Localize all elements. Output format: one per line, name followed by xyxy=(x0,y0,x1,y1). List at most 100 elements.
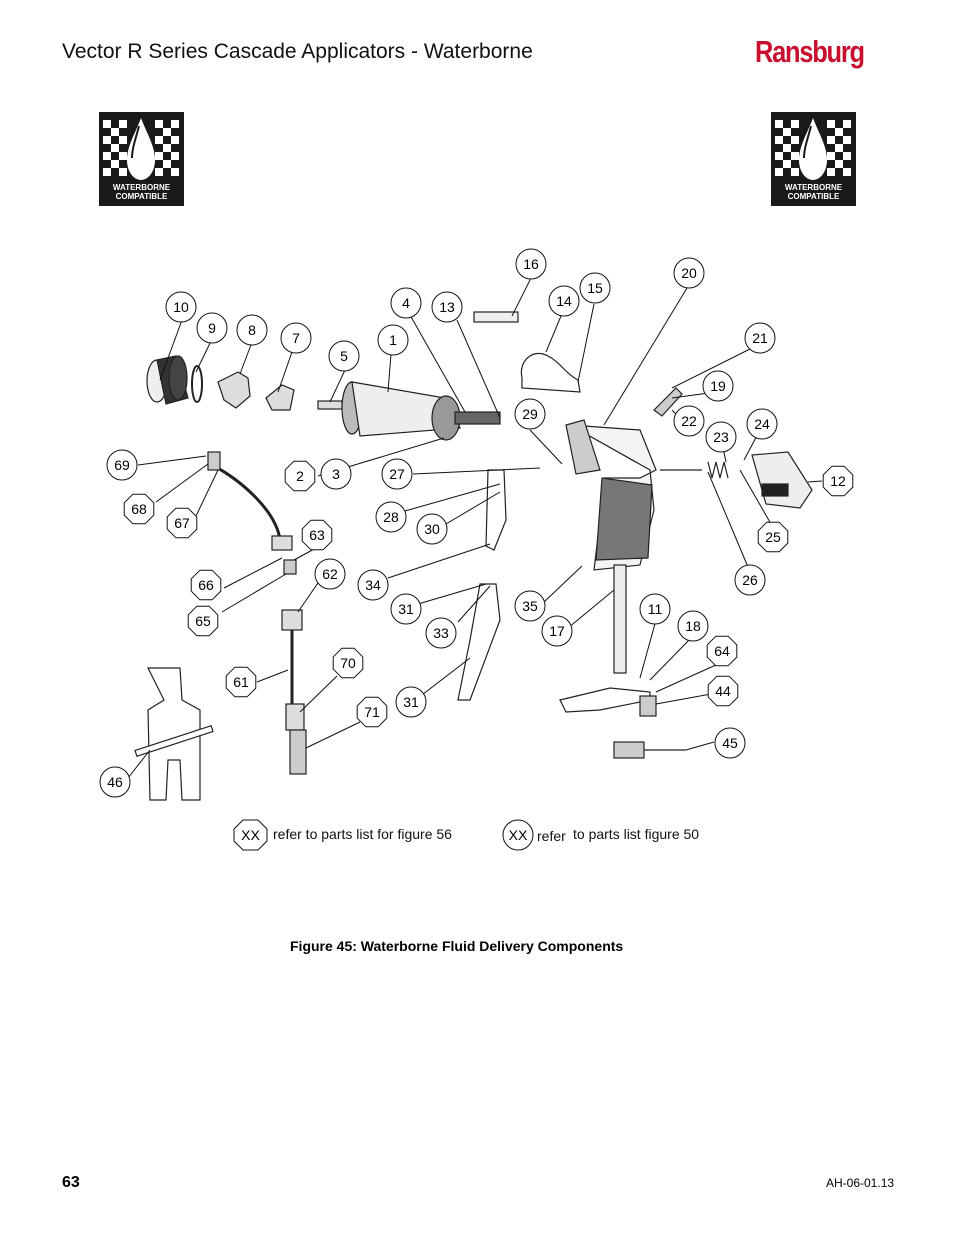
callout-number: 12 xyxy=(830,473,846,489)
callout-62: 62 xyxy=(314,558,346,590)
callout-marker xyxy=(187,605,219,637)
callout-22: 22 xyxy=(673,405,705,437)
callout-65: 65 xyxy=(187,605,219,637)
waterborne-badge-right: WATERBORNE COMPATIBLE xyxy=(771,112,856,206)
brand-logo: Ransburg xyxy=(755,34,865,69)
callout-marker xyxy=(320,458,352,490)
callout-number: 29 xyxy=(522,406,538,422)
callout-10: 10 xyxy=(165,291,197,323)
callout-1: 1 xyxy=(377,324,409,356)
callout-number: 31 xyxy=(398,601,414,617)
page-title: Vector R Series Cascade Applicators - Wa… xyxy=(62,40,533,63)
callout-marker xyxy=(515,248,547,280)
callout-23: 23 xyxy=(705,421,737,453)
callout-marker xyxy=(673,257,705,289)
callout-marker xyxy=(225,666,257,698)
callout-3: 3 xyxy=(320,458,352,490)
callout-number: 69 xyxy=(114,457,130,473)
callout-28: 28 xyxy=(375,501,407,533)
callout-number: 20 xyxy=(681,265,697,281)
callout-25: 25 xyxy=(757,521,789,553)
callout-31: 31 xyxy=(390,593,422,625)
callout-number: 14 xyxy=(556,293,572,309)
callout-12: 12 xyxy=(822,465,854,497)
callout-17: 17 xyxy=(541,615,573,647)
callout-number: 27 xyxy=(389,466,405,482)
callout-2: 2 xyxy=(284,460,316,492)
badge-line-2: COMPATIBLE xyxy=(115,192,168,201)
callout-marker xyxy=(579,272,611,304)
callout-number: 30 xyxy=(424,521,440,537)
callout-number: 45 xyxy=(722,735,738,751)
callout-number: 15 xyxy=(587,280,603,296)
callout-marker xyxy=(746,408,778,440)
callout-marker xyxy=(375,501,407,533)
callout-number: 8 xyxy=(248,322,256,338)
callout-number: 61 xyxy=(233,674,249,690)
callout-number: 65 xyxy=(195,613,211,629)
badge-line-2: COMPATIBLE xyxy=(787,192,840,201)
callout-number: 44 xyxy=(715,683,731,699)
callout-number: 71 xyxy=(364,704,380,720)
callout-marker xyxy=(190,569,222,601)
legend-circle-text-a: refer xyxy=(537,828,566,844)
callout-marker xyxy=(431,291,463,323)
legend-circle-text-b: to parts list figure 50 xyxy=(573,826,700,842)
callout-marker xyxy=(395,686,427,718)
callout-70: 70 xyxy=(332,647,364,679)
callout-marker xyxy=(714,727,746,759)
callout-9: 9 xyxy=(196,312,228,344)
legend-octagon-symbol xyxy=(233,819,268,851)
callout-number: 34 xyxy=(365,577,381,593)
callout-21: 21 xyxy=(744,322,776,354)
legend-octagon-text: refer to parts list for figure 56 xyxy=(273,826,452,842)
document-code: AH-06-01.13 xyxy=(826,1176,895,1190)
callout-number: 19 xyxy=(710,378,726,394)
callout-number: 26 xyxy=(742,572,758,588)
callout-33: 33 xyxy=(425,617,457,649)
callout-marker xyxy=(677,610,709,642)
callout-number: 46 xyxy=(107,774,123,790)
callout-marker xyxy=(822,465,854,497)
part-gun-body-drawing xyxy=(565,419,657,571)
callout-34: 34 xyxy=(357,569,389,601)
callout-5: 5 xyxy=(328,340,360,372)
part-cap-drawing xyxy=(146,355,189,405)
callout-63: 63 xyxy=(301,519,333,551)
callout-46: 46 xyxy=(99,766,131,798)
callout-26: 26 xyxy=(734,564,766,596)
callout-marker xyxy=(123,493,155,525)
callout-15: 15 xyxy=(579,272,611,304)
callout-number: 33 xyxy=(433,625,449,641)
callout-14: 14 xyxy=(548,285,580,317)
callout-number: 5 xyxy=(340,348,348,364)
callout-marker xyxy=(702,370,734,402)
callout-number: 1 xyxy=(389,332,397,348)
legend-octagon-code: XX xyxy=(241,827,260,843)
callout-marker xyxy=(514,590,546,622)
callout-number: 67 xyxy=(174,515,190,531)
callout-number: 68 xyxy=(131,501,147,517)
callout-marker xyxy=(390,287,422,319)
callout-marker xyxy=(356,696,388,728)
callout-number: 28 xyxy=(383,509,399,525)
callout-66: 66 xyxy=(190,569,222,601)
water-drop-icon xyxy=(775,118,851,180)
callout-29: 29 xyxy=(514,398,546,430)
callout-68: 68 xyxy=(123,493,155,525)
callout-69: 69 xyxy=(106,449,138,481)
callout-27: 27 xyxy=(381,458,413,490)
figure-caption: Figure 45: Waterborne Fluid Delivery Com… xyxy=(290,938,624,954)
parts-drawing xyxy=(134,311,813,801)
callout-number: 2 xyxy=(296,468,304,484)
callout-20: 20 xyxy=(673,257,705,289)
badge-line-1: WATERBORNE xyxy=(784,183,843,192)
callout-marker xyxy=(734,564,766,596)
callout-marker xyxy=(541,615,573,647)
callout-number: 23 xyxy=(713,429,729,445)
callout-19: 19 xyxy=(702,370,734,402)
callout-13: 13 xyxy=(431,291,463,323)
callout-number: 70 xyxy=(340,655,356,671)
